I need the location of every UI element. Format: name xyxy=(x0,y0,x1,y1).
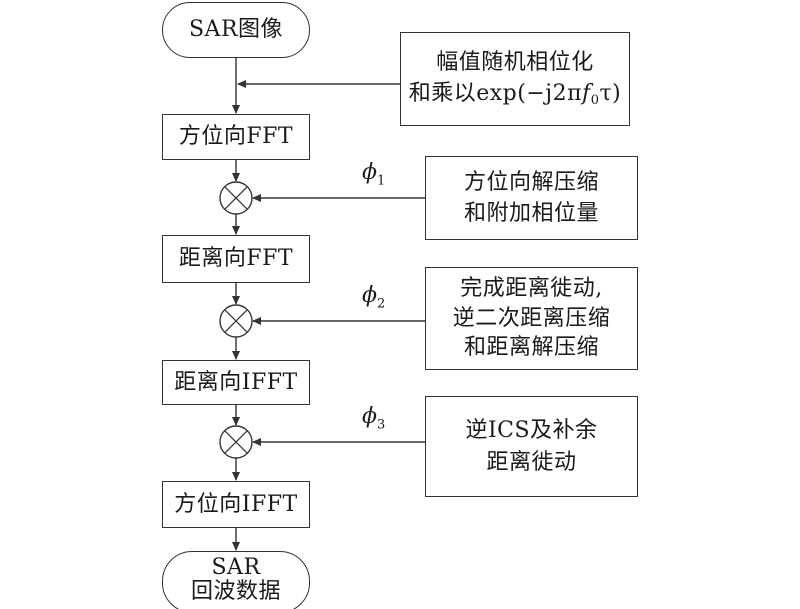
node-range-ifft: 距离向IFFT xyxy=(162,360,310,405)
side-box-rcmc-line2: 逆二次距离压缩 xyxy=(452,305,611,331)
side-box-azimuth-decompress-line2: 和附加相位量 xyxy=(463,201,599,226)
formula-suffix: τ) xyxy=(599,81,622,107)
multiplier-2 xyxy=(219,304,253,338)
node-azimuth-fft: 方位向FFT xyxy=(162,114,310,160)
phi2-symbol: ϕ xyxy=(362,283,377,308)
phi1-symbol: ϕ xyxy=(362,160,377,185)
phi1-subscript: 1 xyxy=(377,173,386,189)
node-azimuth-ifft: 方位向IFFT xyxy=(162,481,310,528)
node-azimuth-fft-label: 方位向FFT xyxy=(178,124,294,150)
side-box-rcmc-line1: 完成距离徙动, xyxy=(460,275,603,301)
node-start-label: SAR图像 xyxy=(188,17,284,43)
node-end-label-line2: 回波数据 xyxy=(190,579,281,605)
side-box-randomize-line1: 幅值随机相位化 xyxy=(436,50,594,76)
node-end-sar-echo-data: SAR 回波数据 xyxy=(162,551,310,609)
side-box-rcmc-line3: 和距离解压缩 xyxy=(463,335,599,361)
side-box-inverse-ics: 逆ICS及补余 距离徙动 xyxy=(425,396,638,497)
formula-prefix: 和乘以exp(−j2π xyxy=(408,81,583,107)
multiplier-3 xyxy=(219,425,253,459)
side-box-randomize-phase: 幅值随机相位化 和乘以exp(−j2πf0τ) xyxy=(400,32,630,126)
node-range-fft-label: 距离向FFT xyxy=(178,246,294,272)
side-box-azimuth-decompress: 方位向解压缩 和附加相位量 xyxy=(425,156,638,240)
formula-f: f xyxy=(582,81,591,107)
side-box-rcmc: 完成距离徙动, 逆二次距离压缩 和距离解压缩 xyxy=(425,267,638,370)
phase-label-phi3: ϕ3 xyxy=(362,404,385,432)
node-start-sar-image: SAR图像 xyxy=(162,2,310,58)
formula-subscript: 0 xyxy=(590,93,600,109)
phi3-subscript: 3 xyxy=(377,417,386,433)
node-azimuth-ifft-label: 方位向IFFT xyxy=(174,491,298,517)
side-box-inverse-ics-line1: 逆ICS及补余 xyxy=(465,418,598,444)
phi2-subscript: 2 xyxy=(377,296,386,312)
phi3-symbol: ϕ xyxy=(362,404,377,429)
node-range-fft: 距离向FFT xyxy=(162,235,310,283)
phase-label-phi2: ϕ2 xyxy=(362,283,385,311)
node-range-ifft-label: 距离向IFFT xyxy=(174,369,298,395)
node-end-label-line1: SAR xyxy=(211,555,261,580)
side-box-randomize-line2: 和乘以exp(−j2πf0τ) xyxy=(409,78,622,110)
side-box-inverse-ics-line2: 距离徙动 xyxy=(486,449,577,475)
multiplier-1 xyxy=(219,181,253,215)
side-box-azimuth-decompress-line1: 方位向解压缩 xyxy=(463,169,599,195)
phase-label-phi1: ϕ1 xyxy=(362,160,385,188)
